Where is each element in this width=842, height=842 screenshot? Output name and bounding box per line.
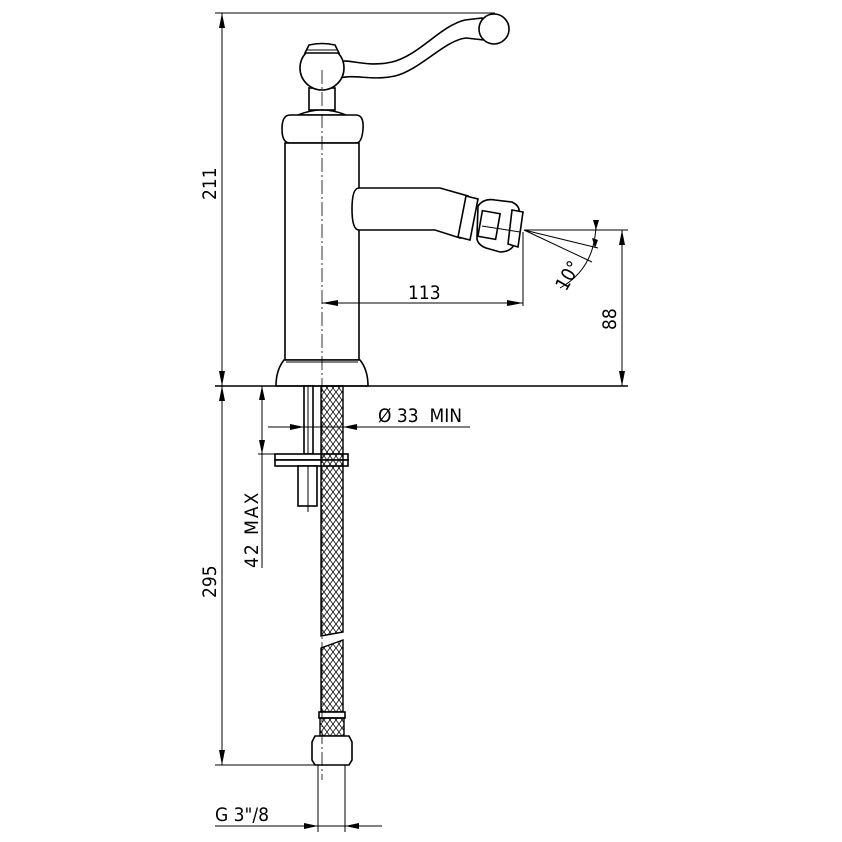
dimension-deck-thickness: 42 MAX bbox=[241, 386, 300, 568]
braided-hose bbox=[311, 385, 353, 766]
dimension-spray-angle: 10° bbox=[523, 220, 628, 295]
dimension-hole-diameter: Ø 33 MIN bbox=[268, 405, 470, 430]
dimension-spout-reach: 113 bbox=[322, 232, 524, 306]
fixing-rod bbox=[274, 385, 349, 512]
dimension-label-10-degrees: 10° bbox=[551, 257, 585, 294]
dimension-hose-length: 295 bbox=[199, 386, 318, 766]
dimension-label-g-3-8: G 3"/8 bbox=[215, 804, 269, 826]
dimension-total-height: 211 bbox=[199, 12, 495, 386]
handle-knob bbox=[299, 42, 345, 111]
dimension-label-211: 211 bbox=[199, 167, 221, 200]
dimension-connection-thread: G 3"/8 bbox=[215, 765, 382, 832]
dimension-label-113: 113 bbox=[408, 282, 441, 304]
dimension-spout-height: 88 bbox=[599, 230, 625, 386]
dimension-label-diameter-33-min: Ø 33 MIN bbox=[378, 405, 462, 427]
dimension-label-88: 88 bbox=[599, 308, 621, 330]
lever-handle bbox=[337, 13, 510, 80]
spout bbox=[351, 187, 524, 253]
dimension-label-42-max: 42 MAX bbox=[241, 491, 263, 568]
dimension-label-295: 295 bbox=[199, 565, 221, 598]
